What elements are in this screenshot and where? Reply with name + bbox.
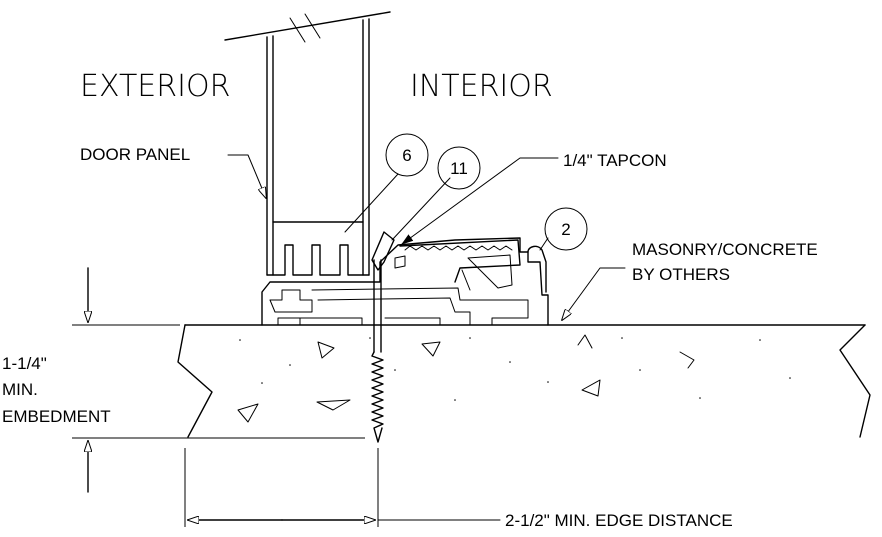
callout-2-text: 2 bbox=[561, 220, 570, 239]
edge-distance-dimension bbox=[184, 448, 501, 527]
callout-6: 6 bbox=[385, 133, 429, 177]
interior-label: INTERIOR bbox=[410, 69, 553, 104]
threshold-extrusion bbox=[261, 231, 549, 326]
masonry-label-line1: MASONRY/CONCRETE bbox=[632, 240, 818, 259]
leaders bbox=[227, 154, 626, 320]
callout-11-text: 11 bbox=[450, 159, 468, 178]
embedment-dimension bbox=[72, 267, 365, 493]
tapcon-screw bbox=[371, 259, 384, 443]
callout-2: 2 bbox=[544, 207, 588, 251]
embedment-label-line2: MIN. bbox=[2, 380, 38, 399]
door-panel-section bbox=[224, 11, 391, 276]
masonry-label-line2: BY OTHERS bbox=[632, 265, 730, 284]
embedment-label-line3: EMBEDMENT bbox=[2, 407, 111, 426]
callout-11: 11 bbox=[437, 146, 481, 190]
door-panel-label: DOOR PANEL bbox=[80, 145, 190, 164]
tapcon-label: 1/4" TAPCON bbox=[563, 151, 667, 170]
concrete-slab bbox=[177, 324, 871, 438]
callout-6-text: 6 bbox=[402, 146, 411, 165]
exterior-label: EXTERIOR bbox=[80, 69, 230, 104]
embedment-label-line1: 1-1/4" bbox=[2, 354, 47, 373]
concrete-stipple bbox=[239, 337, 791, 401]
edge-distance-label: 2-1/2" MIN. EDGE DISTANCE bbox=[505, 511, 733, 530]
